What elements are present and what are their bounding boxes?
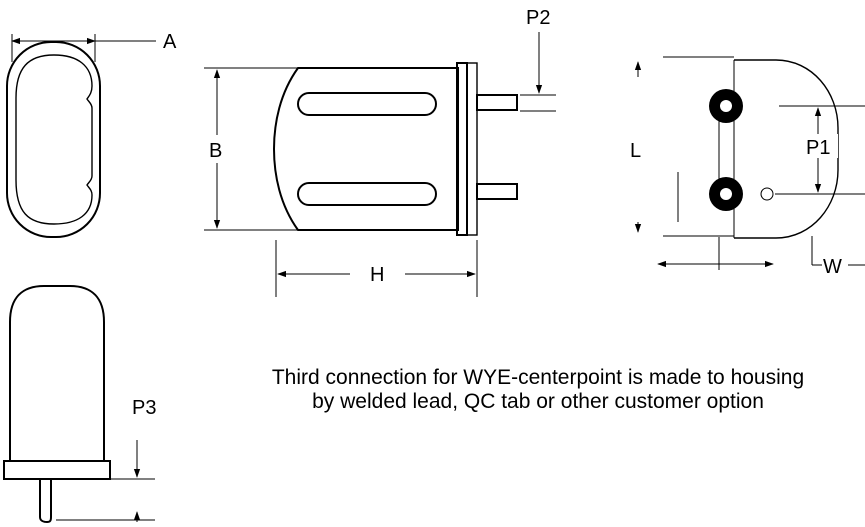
side-view-lower-terminal [476, 183, 518, 200]
side-view-upper-slot [297, 92, 437, 116]
upper-terminal-hole [720, 100, 732, 112]
side-view-upper-terminal [476, 94, 518, 111]
label-l: L [630, 140, 641, 162]
side-view: B H P2 [204, 7, 556, 297]
b-label-bg [205, 135, 231, 163]
profile-view-base [3, 460, 111, 480]
label-p3: P3 [132, 397, 156, 419]
label-w: W [823, 256, 842, 278]
note-line-2: by welded lead, QC tab or other customer… [312, 390, 764, 413]
side-view-rim-outer [466, 62, 478, 236]
profile-view: P3 [3, 285, 156, 524]
center-point-marker [760, 187, 774, 201]
label-h: H [370, 264, 384, 286]
profile-view-terminal [39, 479, 52, 524]
label-a: A [163, 31, 177, 53]
label-p1: P1 [806, 137, 830, 159]
p1-label-bg [806, 134, 838, 158]
label-b: B [209, 140, 222, 162]
terminal-view: L P1 W [630, 56, 865, 278]
end-view: A [6, 31, 177, 238]
lower-terminal-hole [720, 188, 732, 200]
note-line-1: Third connection for WYE-centerpoint is … [272, 366, 804, 389]
end-view-inner-outline [15, 54, 93, 225]
side-view-body [272, 67, 459, 231]
label-p2: P2 [526, 7, 550, 29]
profile-view-body [9, 285, 105, 461]
side-view-lower-slot [297, 182, 437, 206]
